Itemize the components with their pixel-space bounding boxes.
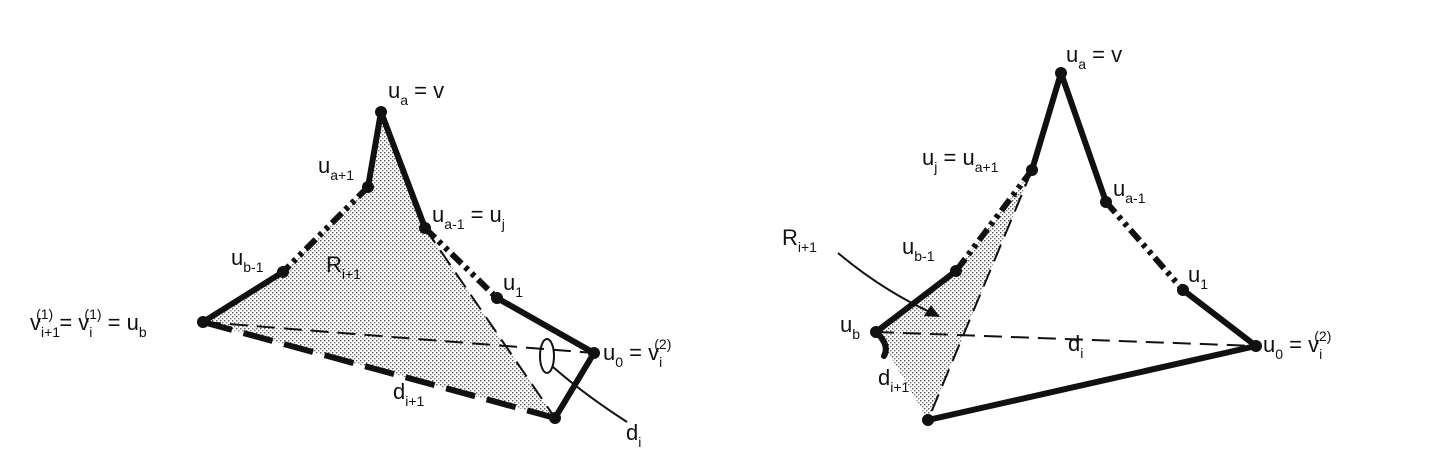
left-vertex-bottom [549, 412, 561, 424]
left-d-i-pointer [552, 366, 628, 423]
right-path-u1 [1180, 287, 1259, 349]
left-edge-d-i-plus-1 [202, 319, 556, 421]
left-label-di1: di+1 [393, 379, 425, 409]
left-vertex-uj [419, 222, 431, 234]
left-vertex-ub1 [277, 266, 289, 278]
right-path-ub1 [873, 268, 959, 335]
left-d-i-marker [539, 338, 555, 374]
right-label-uj: uj = ua+1 [922, 145, 999, 175]
right-vertex-ua1 [1100, 196, 1112, 208]
right-label-ub: ub [840, 312, 860, 342]
right-path-bottom [925, 343, 1259, 423]
right-path-top [1029, 70, 1109, 205]
right-vertex-u1 [1177, 284, 1189, 296]
right-edge-d-i [875, 331, 1257, 347]
right-label-u1: u1 [1188, 262, 1208, 292]
right-region-pointer [837, 252, 933, 314]
left-label-ub: vi+1(1) = vi(1) = ub [30, 306, 147, 340]
left-label-ub1: ub-1 [231, 245, 264, 275]
right-dashed-diagonal [927, 169, 1033, 421]
right-vertex-uj [1026, 164, 1038, 176]
left-path-ub1 [200, 269, 286, 325]
left-path-dotted-a [280, 184, 371, 275]
right-label-ua1: ua-1 [1113, 176, 1146, 206]
left-edge-d-i [202, 321, 595, 354]
right-diagram: ua = v uj = ua+1 ua-1 Ri+1 ub-1 u1 ub di… [782, 42, 1331, 426]
right-label-u0: u0 = vi(2) [1263, 328, 1331, 362]
right-label-region: Ri+1 [782, 225, 817, 255]
left-label-u0: u0 = vi(2) [603, 336, 671, 370]
left-dashed-diagonal [424, 227, 556, 419]
left-region-shading [203, 112, 555, 418]
right-region-shading [876, 170, 1032, 420]
right-region-pointer-arrowhead [924, 305, 940, 317]
right-label-di: di [1068, 331, 1083, 361]
right-vertex-ua [1055, 67, 1067, 79]
right-label-top: ua = v [1066, 42, 1122, 72]
right-vertex-ub [870, 326, 882, 338]
left-label-u1: u1 [503, 270, 523, 300]
left-label-region: Ri+1 [326, 252, 361, 282]
left-label-ua1: ua+1 [318, 153, 354, 183]
right-vertex-u0 [1250, 340, 1262, 352]
left-vertex-u0 [588, 347, 600, 359]
right-path-dotted-a [953, 168, 1035, 273]
right-label-di1: di+1 [878, 365, 910, 395]
left-label-di: di [626, 420, 641, 450]
left-label-uj: ua-1 = uj [432, 202, 505, 232]
left-vertex-ub [197, 316, 209, 328]
left-vertex-u1 [491, 292, 503, 304]
right-label-ub1: ub-1 [902, 234, 935, 264]
left-diagram: ua = v ua+1 ua-1 = uj ub-1 Ri+1 u1 vi+1(… [30, 78, 671, 450]
left-label-top: ua = v [388, 78, 444, 108]
left-vertex-ua [375, 106, 387, 118]
left-path-dotted-b [422, 225, 500, 301]
right-path-dotted-b [1103, 200, 1186, 292]
right-vertex-bottom [922, 414, 934, 426]
left-vertex-ua1 [362, 181, 374, 193]
right-vertex-ub1 [950, 265, 962, 277]
